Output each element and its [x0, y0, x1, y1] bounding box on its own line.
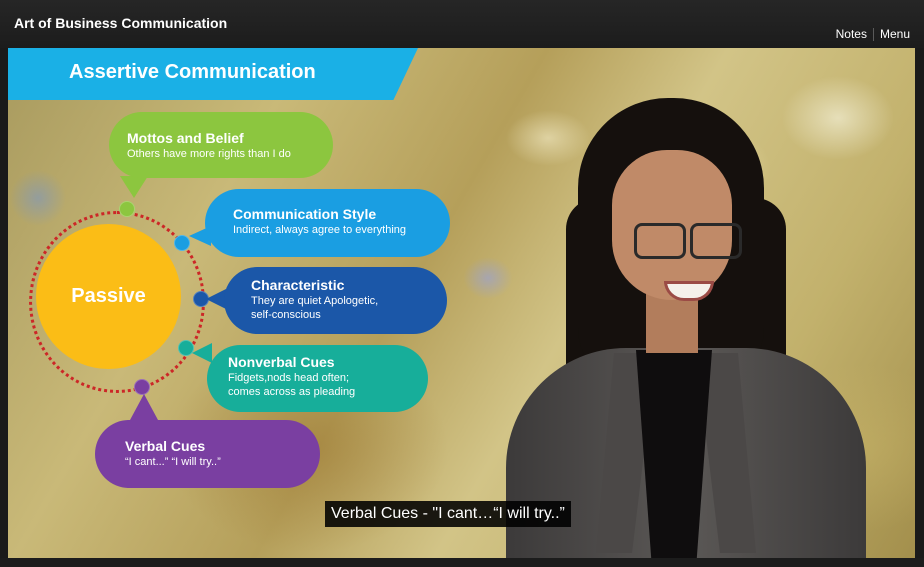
closed-caption: Verbal Cues - "I cant…“I will try..” [325, 501, 571, 527]
video-stage: Assertive Communication Passive Mottos a… [8, 48, 915, 558]
glasses-lens-right [690, 223, 742, 259]
course-title: Art of Business Communication [14, 15, 228, 31]
bubble-mottos-and-belief: Mottos and Belief Others have more right… [109, 112, 333, 178]
bubble-text-line2: self-conscious [251, 309, 321, 321]
passive-label: Passive [71, 285, 146, 307]
bubble-tail-mottos [120, 176, 148, 198]
slide-title: Assertive Communication [69, 61, 316, 83]
bubble-communication-style: Communication Style Indirect, always agr… [205, 189, 450, 257]
presenter-image [486, 98, 886, 558]
bubble-text: Fidgets,nods head often; [228, 372, 350, 384]
bubble-title: Communication Style [233, 206, 377, 222]
connector-dot-mottos [119, 201, 135, 217]
bubble-title: Nonverbal Cues [228, 354, 335, 370]
bubble-tail-verbal [130, 394, 158, 420]
nav-divider [872, 27, 874, 41]
bubble-text: Others have more rights than I do [127, 148, 291, 160]
menu-button[interactable]: Menu [879, 27, 910, 41]
bubble-title: Mottos and Belief [127, 130, 244, 146]
bubble-characteristic: Characteristic They are quiet Apologetic… [224, 267, 447, 334]
top-nav: Notes Menu [836, 27, 910, 41]
bubble-text: “I cant...” “I will try..” [125, 456, 221, 468]
bubble-title: Verbal Cues [125, 438, 206, 454]
bubble-nonverbal-cues: Nonverbal Cues Fidgets,nods head often; … [207, 345, 428, 412]
notes-button[interactable]: Notes [835, 27, 867, 41]
bubble-text: Indirect, always agree to everything [233, 224, 407, 236]
bubble-text: They are quiet Apologetic, [251, 295, 379, 307]
player-top-bar: Art of Business Communication Notes Menu [0, 0, 924, 48]
connector-dot-style [174, 235, 190, 251]
player-bottom-bar [0, 558, 924, 567]
presenter-glasses [634, 223, 744, 259]
bubble-text-line2: comes across as pleading [228, 386, 356, 398]
bubble-verbal-cues: Verbal Cues “I cant...” “I will try..” [95, 420, 320, 488]
bubble-tail-nonverbal [192, 343, 212, 363]
passive-circle: Passive [36, 224, 181, 369]
bubble-title: Characteristic [251, 277, 345, 293]
connector-dot-verbal [134, 379, 150, 395]
slide-title-banner [8, 48, 418, 100]
glasses-lens-left [634, 223, 686, 259]
presenter-blouse [636, 350, 712, 558]
bubble-tail-characteristic [206, 289, 226, 309]
